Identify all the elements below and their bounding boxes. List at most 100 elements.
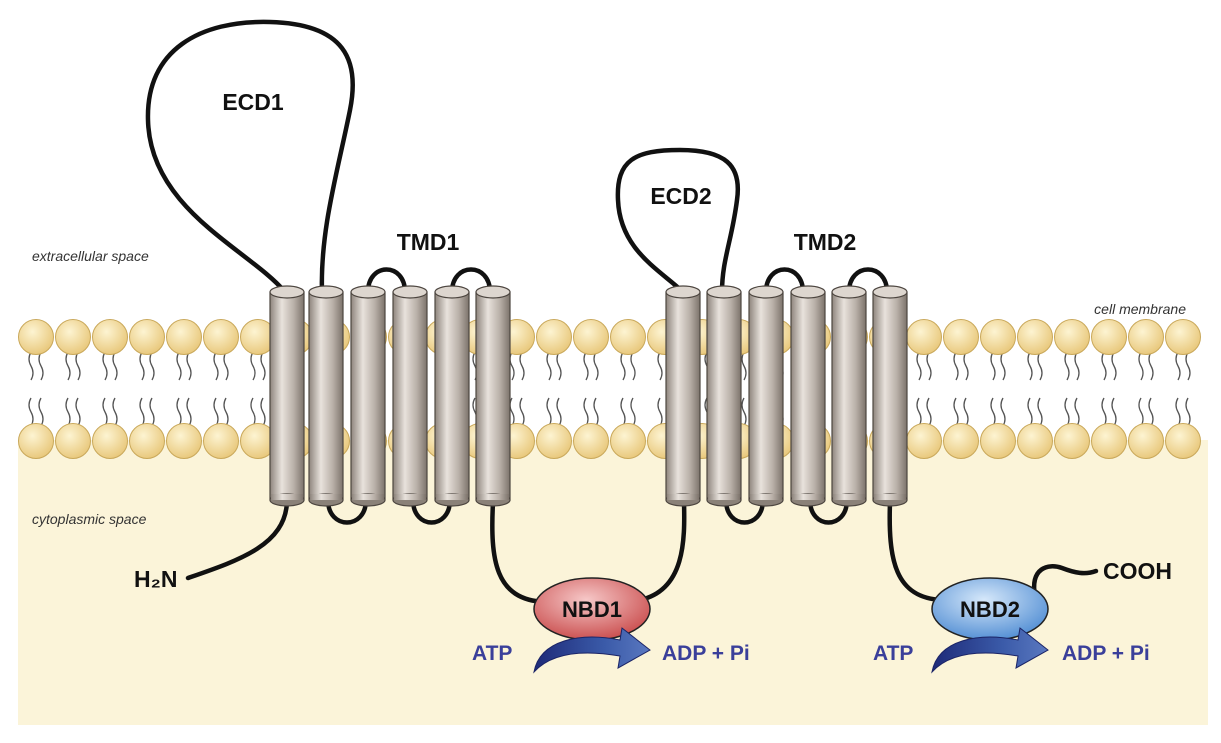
lipid-head-outer (166, 319, 202, 355)
nbd1-atp-label: ATP (472, 642, 512, 665)
nbd1-domain: NBD1 (533, 577, 651, 641)
lipid-tail (213, 351, 229, 427)
lipid-head-inner (980, 423, 1016, 459)
lipid-tail-strand (620, 351, 626, 381)
lipid-tail-strand (519, 351, 525, 381)
lipid-tail-strand (1185, 397, 1191, 427)
nbd1-linker-in (490, 499, 548, 605)
tmd1-top-loop-1 (365, 267, 408, 295)
lipid-tail-strand (112, 351, 118, 381)
lipid-tail-strand (1138, 351, 1144, 381)
lipid-head-inner (536, 423, 572, 459)
lipid-head-inner (1054, 423, 1090, 459)
lipid-head-inner (1128, 423, 1164, 459)
nbd2-linker-in (887, 499, 945, 603)
lipid-tail-strand (1175, 351, 1181, 381)
lipid-tail-strand (186, 351, 192, 381)
membrane-label: cell membrane (1094, 301, 1186, 317)
lipid-head-inner (1165, 423, 1201, 459)
lipid-tail (28, 351, 44, 427)
lipid-head-inner (943, 423, 979, 459)
lipid-head-outer (610, 319, 646, 355)
lipid-head-inner (166, 423, 202, 459)
lipid-tail-strand (1027, 351, 1033, 381)
lipid-tail-strand (583, 397, 589, 427)
lipid-tail-strand (176, 397, 182, 427)
nbd2-atp-label: ATP (873, 642, 913, 665)
lipid-tail-strand (1000, 397, 1006, 427)
lipid-head-outer (1165, 319, 1201, 355)
lipid-tail-strand (38, 397, 44, 427)
lipid-tail (1101, 351, 1117, 427)
lipid-head-outer (980, 319, 1016, 355)
extracellular-region (0, 0, 1221, 340)
lipid-tail (65, 351, 81, 427)
lipid-tail-strand (916, 397, 922, 427)
transmembrane-helix-cylinder-icon (790, 285, 826, 507)
lipid-tail-strand (1175, 397, 1181, 427)
tmd1-label: TMD1 (397, 229, 460, 255)
lipid-head-outer (906, 319, 942, 355)
lipid-tail-strand (149, 351, 155, 381)
lipid-tail (1027, 351, 1043, 427)
lipid-tail-strand (250, 351, 256, 381)
c-terminus-tail (1031, 564, 1099, 599)
lipid-head-outer (18, 319, 54, 355)
lipid-tail-strand (593, 351, 599, 381)
lipid-tail-strand (75, 397, 81, 427)
lipid-tail-strand (509, 397, 515, 427)
lipid-tail-strand (1064, 351, 1070, 381)
ecd1-label: ECD1 (222, 89, 284, 115)
lipid-tail-strand (953, 351, 959, 381)
transmembrane-helix-cylinder-icon (872, 285, 908, 507)
lipid-tail-strand (916, 351, 922, 381)
lipid-head-outer (1091, 319, 1127, 355)
lipid-tail-strand (223, 397, 229, 427)
lipid-tail-strand (741, 397, 747, 427)
lipid-head-inner (55, 423, 91, 459)
lipid-tail-strand (65, 351, 71, 381)
lipid-head-inner (610, 423, 646, 459)
lipid-tail-strand (1037, 351, 1043, 381)
lipid-tail-strand (102, 397, 108, 427)
lipid-tail-strand (657, 397, 663, 427)
transmembrane-helix-cylinder-icon (831, 285, 867, 507)
lipid-tail-strand (1027, 397, 1033, 427)
lipid-tail-strand (546, 397, 552, 427)
lipid-tail-strand (213, 351, 219, 381)
lipid-tail (583, 351, 599, 427)
lipid-tail-strand (741, 351, 747, 381)
transmembrane-helix-cylinder-icon (350, 285, 386, 507)
lipid-tail-strand (1074, 397, 1080, 427)
tmd2-bottom-loop-2 (807, 497, 850, 525)
lipid-tail-strand (593, 397, 599, 427)
n-terminus-tail (185, 499, 290, 581)
lipid-tail (916, 351, 932, 427)
tmd1-top-loop-2 (449, 267, 493, 295)
nbd2-reaction-arrow-icon (931, 627, 1049, 674)
lipid-tail-strand (28, 351, 34, 381)
lipid-head-inner (1017, 423, 1053, 459)
nbd1-label: NBD1 (562, 597, 622, 622)
transmembrane-helix-cylinder-icon (475, 285, 511, 507)
lipid-tail (176, 351, 192, 427)
lipid-tail-strand (38, 351, 44, 381)
lipid-head-inner (203, 423, 239, 459)
c-terminus-label: COOH (1103, 558, 1172, 584)
lipid-head-inner (573, 423, 609, 459)
lipid-tail-strand (926, 351, 932, 381)
lipid-head-inner (129, 423, 165, 459)
lipid-head-outer (1054, 319, 1090, 355)
lipid-tail (1138, 351, 1154, 427)
lipid-head-outer (1128, 319, 1164, 355)
lipid-tail-strand (953, 397, 959, 427)
ecd2-loop (615, 147, 741, 295)
lipid-tail-strand (1111, 351, 1117, 381)
lipid-tail-strand (556, 397, 562, 427)
lipid-head-outer (203, 319, 239, 355)
tmd1-bottom-loop-1 (325, 497, 369, 525)
lipid-tail (509, 351, 525, 427)
lipid-head-inner (906, 423, 942, 459)
lipid-tail-strand (556, 351, 562, 381)
